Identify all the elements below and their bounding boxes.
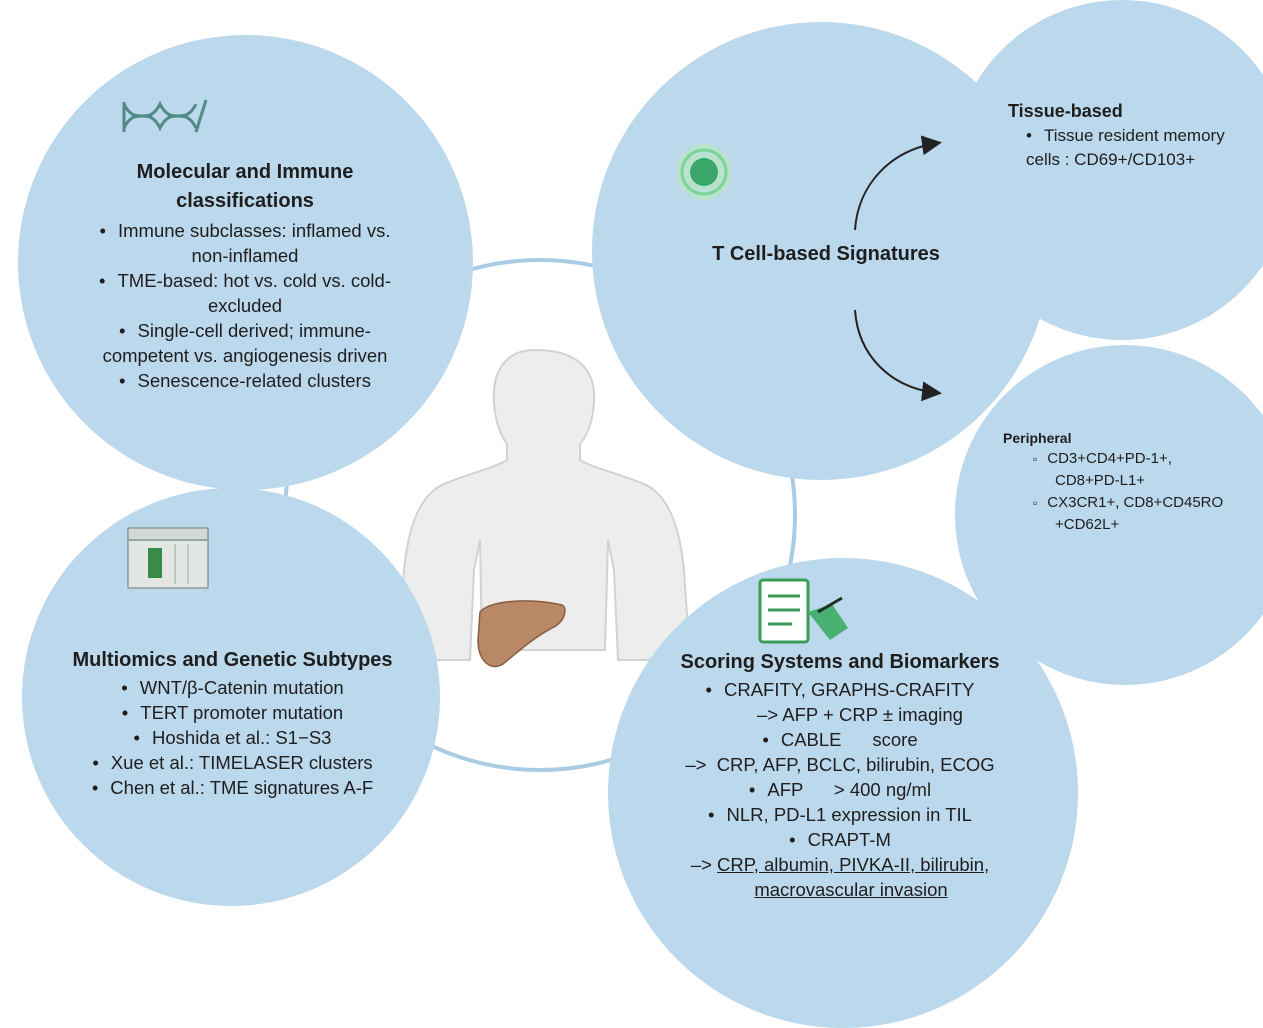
background-graphics xyxy=(283,258,797,772)
clipboard-icon xyxy=(758,578,848,644)
list-item: –> CRP, albumin, PIVKA-II, bilirubin, xyxy=(640,852,1040,877)
t-cell-icon xyxy=(676,144,732,200)
diagram: Molecular and Immune classifications Imm… xyxy=(0,0,1263,993)
human-figure xyxy=(396,348,692,661)
list-item: CABLE score xyxy=(640,727,1040,752)
scoring-list: CRAFITY, GRAPHS-CRAFITY –> AFP + CRP ± i… xyxy=(640,677,1040,902)
multiomics-block: Multiomics and Genetic Subtypes WNT/β-Ca… xyxy=(40,646,425,800)
arrow-to-peripheral xyxy=(854,309,942,402)
list-item: NLR, PD-L1 expression in TIL xyxy=(640,802,1040,827)
list-item: Single-cell derived; immune-competent vs… xyxy=(60,318,430,368)
liver xyxy=(477,600,566,668)
list-item: WNT/β-Catenin mutation xyxy=(40,675,425,700)
scoring-title: Scoring Systems and Biomarkers xyxy=(680,651,1000,673)
scoring-underlined-text: CRP, albumin, PIVKA-II, bilirubin, xyxy=(717,854,990,875)
tcell-block: T Cell-based Signatures xyxy=(690,240,962,269)
tissue-title: Tissue-based xyxy=(1008,101,1123,121)
list-item: Senescence-related clusters xyxy=(60,368,430,393)
list-item: AFP > 400 ng/ml xyxy=(640,777,1040,802)
scoring-arrow-text: –> xyxy=(690,854,718,875)
multiomics-list: WNT/β-Catenin mutation TERT promoter mut… xyxy=(40,675,425,800)
molecular-block: Molecular and Immune classifications Imm… xyxy=(60,158,430,393)
peripheral-block: Peripheral CD3+CD4+PD-1+, CD8+PD-L1+ CX3… xyxy=(1003,428,1228,536)
list-item: Chen et al.: TME signatures A-F xyxy=(40,775,425,800)
list-item: CRAPT-M xyxy=(640,827,1040,852)
list-item: TERT promoter mutation xyxy=(40,700,425,725)
peripheral-title: Peripheral xyxy=(1003,430,1072,446)
list-item: macrovascular invasion xyxy=(754,879,948,900)
molecular-list: Immune subclasses: inflamed vs. non-infl… xyxy=(60,218,430,393)
list-item: –> CRP, AFP, BCLC, bilirubin, ECOG xyxy=(685,754,995,775)
list-item: CD3+CD4+PD-1+, CD8+PD-L1+ xyxy=(1047,448,1228,492)
list-item: CRAFITY, GRAPHS-CRAFITY xyxy=(640,677,1040,702)
list-item: –> AFP + CRP ± imaging xyxy=(757,704,963,725)
tcell-title: T Cell-based Signatures xyxy=(712,243,940,265)
multiomics-title: Multiomics and Genetic Subtypes xyxy=(72,649,393,671)
list-item: Hoshida et al.: S1−S3 xyxy=(40,725,425,750)
scoring-block: Scoring Systems and Biomarkers CRAFITY, … xyxy=(640,648,1040,902)
tissue-block: Tissue-based Tissue resident memory cell… xyxy=(1008,98,1228,172)
molecular-title: Molecular and Immune classifications xyxy=(136,161,354,212)
arrow-to-tissue xyxy=(854,135,942,231)
dna-icon xyxy=(122,99,208,133)
list-item: TME-based: hot vs. cold vs. cold-exclude… xyxy=(60,268,430,318)
list-item: Xue et al.: TIMELASER clusters xyxy=(40,750,425,775)
list-item: Immune subclasses: inflamed vs. non-infl… xyxy=(60,218,430,268)
sequencer-icon xyxy=(127,527,209,589)
list-item: Tissue resident memory cells : CD69+/CD1… xyxy=(1026,124,1228,172)
tissue-list: Tissue resident memory cells : CD69+/CD1… xyxy=(1008,124,1228,172)
peripheral-list: CD3+CD4+PD-1+, CD8+PD-L1+ CX3CR1+, CD8+C… xyxy=(1003,448,1228,536)
list-item: CX3CR1+, CD8+CD45RO +CD62L+ xyxy=(1047,492,1228,536)
icons-layer xyxy=(122,99,942,644)
